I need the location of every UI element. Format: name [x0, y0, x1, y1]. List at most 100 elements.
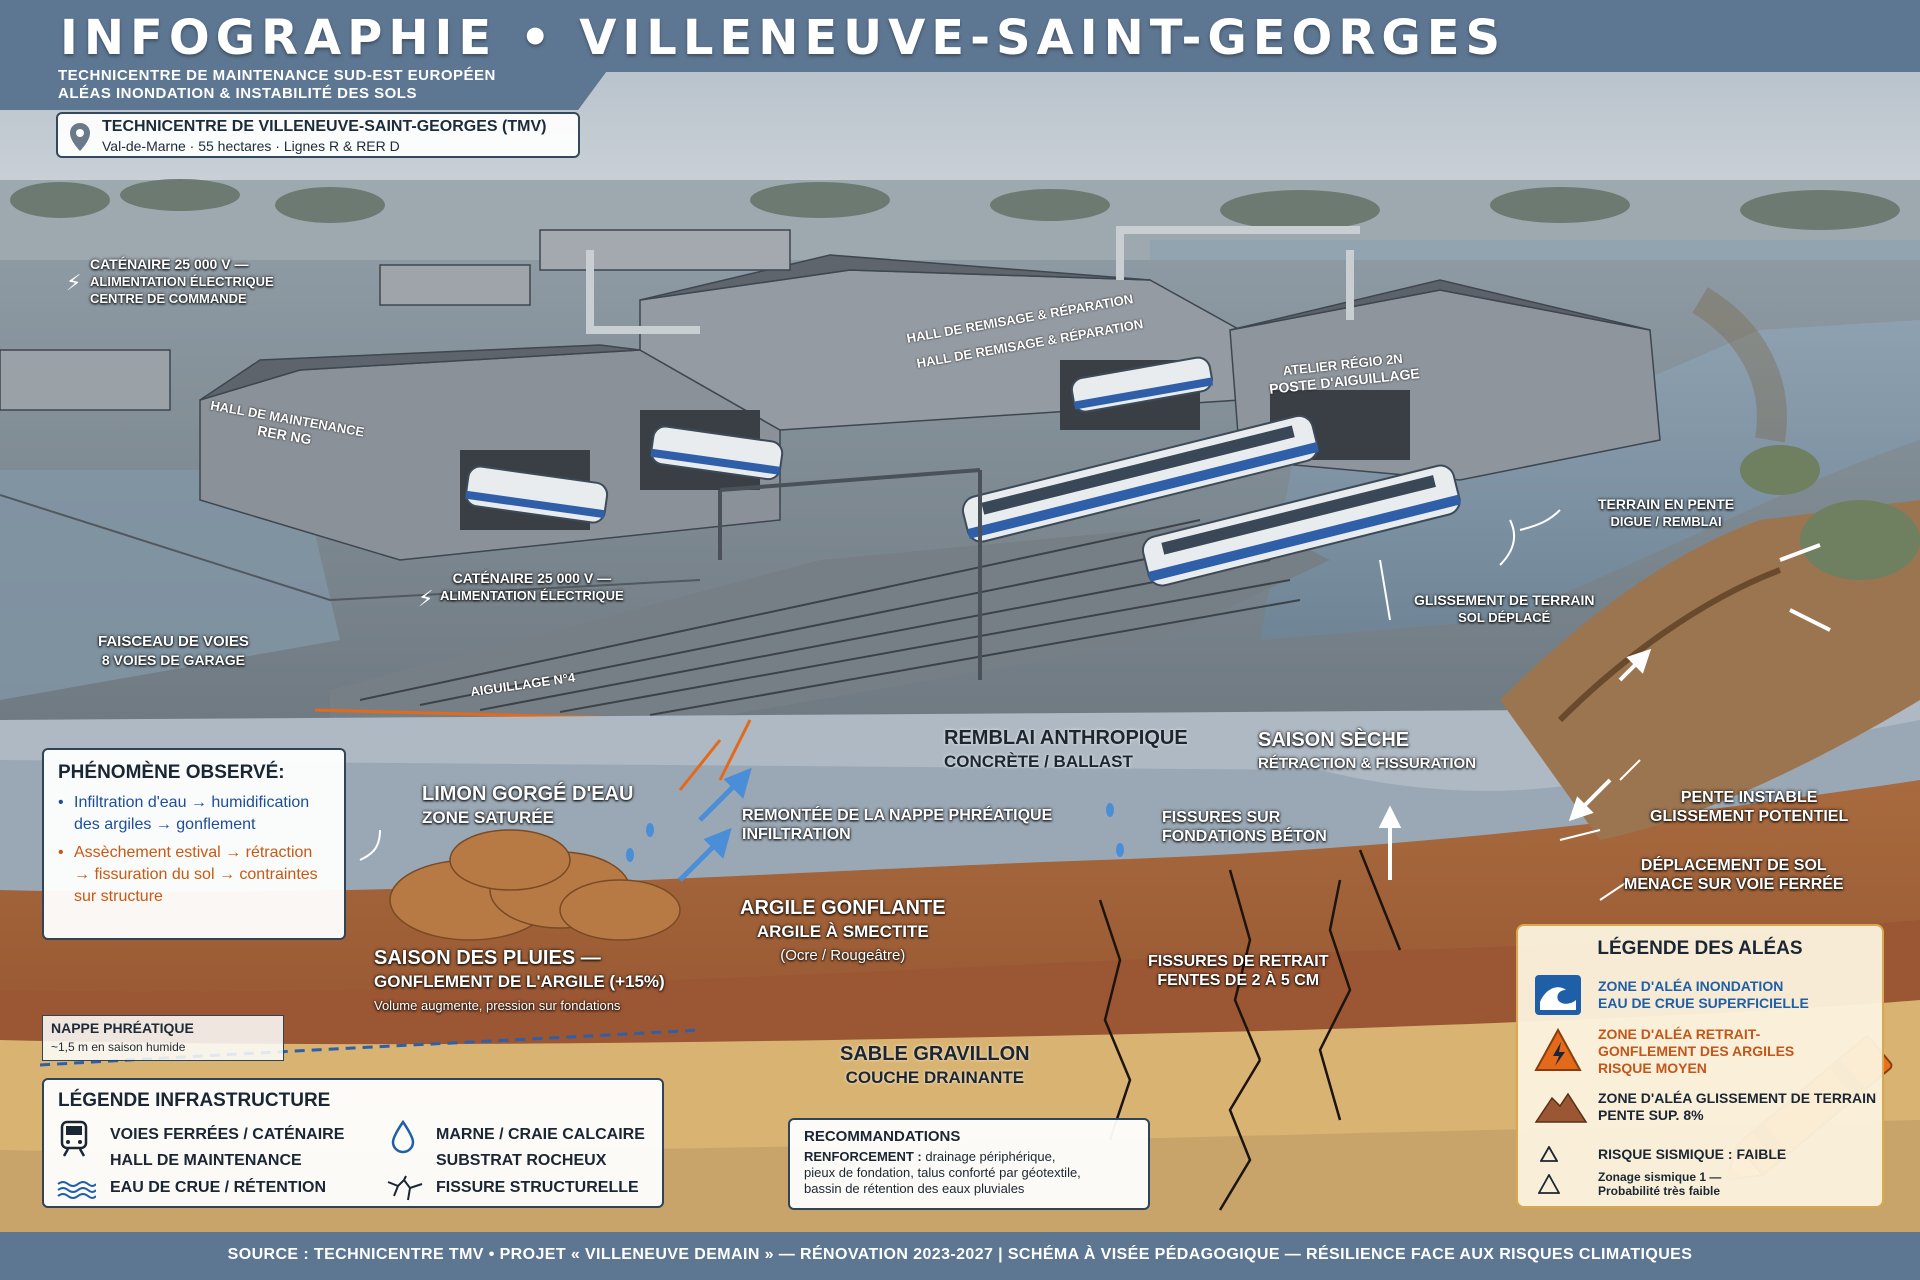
label-faisceau: FAISCEAU DE VOIES 8 VOIES DE GARAGE: [98, 632, 249, 670]
label-line: FISSURES SUR: [1162, 809, 1281, 826]
legend-infra-item: MARNE / CRAIE CALCAIRE: [436, 1126, 645, 1143]
lightning-icon: ⚡: [418, 586, 434, 611]
label-line: DIGUE / REMBLAI: [1610, 514, 1722, 529]
landslide-icon: [1534, 1092, 1588, 1123]
water-drop-icon: [391, 1120, 415, 1154]
label-line: FONDATIONS BÉTON: [1162, 828, 1327, 845]
label-line: ARGILE GONFLANTE: [740, 897, 946, 919]
alea-line: Zonage sismique 1 —: [1598, 1170, 1722, 1184]
label-line: FISSURES DE RETRAIT: [1148, 953, 1329, 970]
label-line: PENTE INSTABLE: [1680, 789, 1818, 806]
label-catenaire-top: CATÉNAIRE 25 000 V — ALIMENTATION ÉLECTR…: [90, 256, 274, 307]
label-line: ALIMENTATION ÉLECTRIQUE: [90, 274, 274, 289]
label-line: SABLE GRAVILLON: [840, 1043, 1030, 1065]
page-title: INFOGRAPHIE • VILLENEUVE-SAINT-GEORGES: [60, 10, 1507, 66]
subtitle-line1: TECHNICENTRE DE MAINTENANCE SUD-EST EURO…: [58, 67, 496, 84]
triangle-icon: [1540, 1146, 1558, 1162]
nappe-detail: ~1,5 m en saison humide: [51, 1040, 186, 1054]
alea-line: EAU DE CRUE SUPERFICIELLE: [1598, 995, 1809, 1011]
site-details: Val-de-Marne · 55 hectares · Lignes R & …: [102, 138, 400, 154]
recommandations-panel: RECOMMANDATIONS RENFORCEMENT : drainage …: [788, 1118, 1150, 1210]
nappe-label: NAPPE PHRÉATIQUE ~1,5 m en saison humide: [42, 1015, 284, 1061]
alea-item-zonage: Zonage sismique 1 — Probabilité très fai…: [1598, 1170, 1721, 1198]
water-waves-icon: [57, 1181, 96, 1199]
label-line: FENTES DE 2 À 5 CM: [1157, 972, 1320, 989]
label-fissures-fondations: FISSURES SUR FONDATIONS BÉTON: [1162, 808, 1327, 846]
label-line: ZONE SATURÉE: [422, 808, 554, 827]
label-argile: ARGILE GONFLANTE ARGILE À SMECTITE (Ocre…: [740, 896, 946, 968]
recommandations-line: drainage périphérique,: [925, 1149, 1056, 1164]
recommandations-title: RECOMMANDATIONS: [804, 1128, 961, 1145]
alea-line: GONFLEMENT DES ARGILES: [1598, 1043, 1795, 1059]
label-line: ARGILE À SMECTITE: [756, 922, 929, 941]
phenomene-item: Infiltration d'eau → humidification des …: [58, 792, 330, 836]
legend-infra-item: VOIES FERRÉES / CATÉNAIRE: [110, 1126, 345, 1143]
footer-source: SOURCE : TECHNICENTRE TMV • PROJET « VIL…: [227, 1246, 1693, 1263]
triangle-outline-icon: [1538, 1174, 1560, 1194]
label-limon: LIMON GORGÉ D'EAU ZONE SATURÉE: [422, 782, 633, 830]
alea-item-inondation: ZONE D'ALÉA INONDATION EAU DE CRUE SUPER…: [1598, 978, 1809, 1012]
label-fissures-retrait: FISSURES DE RETRAIT FENTES DE 2 À 5 CM: [1148, 952, 1328, 990]
label-line: REMONTÉE DE LA NAPPE PHRÉATIQUE: [742, 807, 1053, 824]
label-line: CATÉNAIRE 25 000 V —: [90, 256, 249, 272]
label-line: FAISCEAU DE VOIES: [98, 633, 249, 650]
alea-line: ZONE D'ALÉA GLISSEMENT DE TERRAIN: [1598, 1090, 1877, 1106]
label-line: INFILTRATION: [742, 826, 851, 843]
phenomene-list: Infiltration d'eau → humidification des …: [58, 792, 330, 908]
footer-bar: SOURCE : TECHNICENTRE TMV • PROJET « VIL…: [0, 1232, 1920, 1280]
location-pin-icon: [70, 123, 90, 151]
recommandations-line: bassin de rétention des eaux pluviales: [804, 1181, 1025, 1196]
legend-infra-item: FISSURE STRUCTURELLE: [436, 1179, 639, 1196]
lightning-warning-icon: [1534, 1028, 1582, 1071]
phenomene-item: Assèchement estival → rétraction → fissu…: [58, 842, 330, 908]
label-line: MENACE SUR VOIE FERRÉE: [1624, 876, 1844, 893]
legend-aleas: LÉGENDE DES ALÉAS ZONE D'ALÉA INONDATION…: [1516, 924, 1884, 1208]
label-terrain-pente: TERRAIN EN PENTE DIGUE / REMBLAI: [1598, 496, 1734, 530]
label-line: SAISON DES PLUIES —: [374, 947, 601, 969]
alea-line: ZONE D'ALÉA RETRAIT-: [1598, 1026, 1761, 1042]
label-line: DÉPLACEMENT DE SOL: [1640, 857, 1827, 874]
label-remblai: REMBLAI ANTHROPIQUE CONCRÈTE / BALLAST: [944, 726, 1188, 774]
label-saison-seche: SAISON SÈCHE RÉTRACTION & FISSURATION: [1258, 728, 1476, 776]
label-line: 8 VOIES DE GARAGE: [101, 652, 246, 668]
alea-line: ZONE D'ALÉA INONDATION: [1598, 978, 1784, 994]
site-card: TECHNICENTRE DE VILLENEUVE-SAINT-GEORGES…: [56, 112, 580, 158]
header-tab: [0, 60, 615, 110]
label-line: GLISSEMENT DE TERRAIN: [1414, 592, 1595, 608]
label-catenaire-mid: CATÉNAIRE 25 000 V — ALIMENTATION ÉLECTR…: [440, 570, 624, 604]
recommandations-key: RENFORCEMENT :: [804, 1149, 922, 1164]
label-line: COUCHE DRAINANTE: [845, 1068, 1025, 1087]
subtitle-line2: ALÉAS INONDATION & INSTABILITÉ DES SOLS: [58, 85, 417, 102]
label-sable: SABLE GRAVILLON COUCHE DRAINANTE: [840, 1042, 1030, 1090]
label-line: REMBLAI ANTHROPIQUE: [944, 727, 1188, 749]
label-glissement: GLISSEMENT DE TERRAIN SOL DÉPLACÉ: [1414, 592, 1594, 626]
lightning-icon: ⚡: [66, 270, 82, 295]
legend-infrastructure: LÉGENDE INFRASTRUCTURE VOIES FERRÉES / C…: [42, 1078, 664, 1208]
label-line: ALIMENTATION ÉLECTRIQUE: [440, 588, 624, 603]
label-line: LIMON GORGÉ D'EAU: [422, 783, 634, 805]
label-line: GLISSEMENT POTENTIEL: [1650, 808, 1849, 825]
label-line: CATÉNAIRE 25 000 V —: [452, 570, 612, 586]
label-line: (Ocre / Rougeâtre): [780, 947, 906, 964]
label-line: SOL DÉPLACÉ: [1458, 610, 1551, 625]
legend-infra-title: LÉGENDE INFRASTRUCTURE: [58, 1090, 331, 1111]
nappe-title: NAPPE PHRÉATIQUE: [51, 1020, 194, 1036]
alea-line: PENTE SUP. 8%: [1598, 1107, 1704, 1123]
legend-infra-item: EAU DE CRUE / RÉTENTION: [110, 1179, 327, 1196]
phenomene-panel: PHÉNOMÈNE OBSERVÉ: Infiltration d'eau → …: [42, 748, 346, 940]
label-line: TERRAIN EN PENTE: [1598, 496, 1735, 512]
label-saison-pluies: SAISON DES PLUIES — GONFLEMENT DE L'ARGI…: [374, 946, 665, 1018]
phenomene-title: PHÉNOMÈNE OBSERVÉ:: [58, 762, 285, 783]
label-line: CENTRE DE COMMANDE: [90, 291, 247, 306]
crack-icon: [387, 1175, 423, 1201]
train-icon: [60, 1120, 88, 1157]
alea-item-retrait-gonflement: ZONE D'ALÉA RETRAIT- GONFLEMENT DES ARGI…: [1598, 1026, 1794, 1077]
alea-item-glissement: ZONE D'ALÉA GLISSEMENT DE TERRAIN PENTE …: [1598, 1090, 1876, 1124]
recommandations-body: RENFORCEMENT : drainage périphérique, pi…: [804, 1149, 1134, 1197]
label-line: Volume augmente, pression sur fondations: [374, 998, 621, 1013]
label-line: SAISON SÈCHE: [1258, 729, 1410, 751]
site-name: TECHNICENTRE DE VILLENEUVE-SAINT-GEORGES…: [102, 118, 547, 135]
alea-line: Probabilité très faible: [1598, 1184, 1721, 1198]
alea-line: RISQUE MOYEN: [1598, 1060, 1707, 1076]
label-remontee: REMONTÉE DE LA NAPPE PHRÉATIQUE INFILTRA…: [742, 806, 1052, 844]
